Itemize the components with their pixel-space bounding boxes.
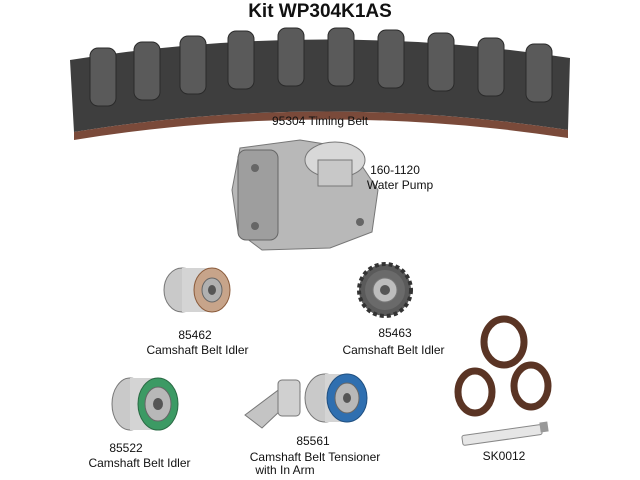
idler-85462-name: Camshaft Belt Idler: [146, 343, 249, 357]
idler-85463-number: 85463: [378, 326, 412, 340]
idler-85462-number: 85462: [178, 328, 212, 342]
seals-sk0012-number: SK0012: [482, 449, 526, 463]
water-pump-name: Water Pump: [366, 178, 434, 192]
idler-85522-name: Camshaft Belt Idler: [88, 456, 191, 470]
kit-title: Kit WP304K1AS: [248, 1, 392, 22]
tensioner-85561-number: 85561: [296, 434, 330, 448]
water-pump-number: 160-1120: [370, 163, 420, 177]
idler-85522-number: 85522: [109, 441, 143, 455]
timing-belt-label: 95304 Timing Belt: [271, 114, 369, 128]
timing-belt-image: [70, 27, 570, 140]
idler-85463-name: Camshaft Belt Idler: [342, 343, 445, 357]
tensioner-85561-name-line2: with In Arm: [255, 463, 315, 477]
tensioner-85561-name-line1: Camshaft Belt Tensioner: [249, 450, 381, 464]
